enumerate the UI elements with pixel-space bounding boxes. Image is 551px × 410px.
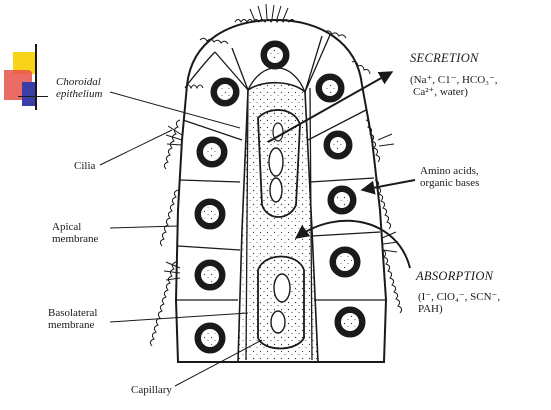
label-secretion-ions-line2: Ca²⁺, water) [413, 86, 468, 98]
nucleus-8 [194, 259, 226, 291]
nucleus-1 [260, 40, 290, 70]
capillary-cell-2 [269, 177, 283, 203]
amino-acids-arrow [360, 179, 416, 195]
leader-choroidal [109, 91, 241, 129]
label-absorption-ions-line1: (I⁻, ClO₄⁻, SCN⁻, [418, 291, 501, 303]
slide-accent-blue [22, 82, 36, 106]
label-amino-acids: Amino acids, organic bases [420, 165, 479, 189]
cilia-tuft-left [163, 125, 183, 281]
label-absorption-ions-line2: PAH) [418, 303, 443, 315]
nucleus-7 [327, 185, 357, 215]
nucleus-4 [196, 136, 228, 168]
label-amino-line2: organic bases [420, 177, 480, 189]
nucleus-9 [329, 246, 361, 278]
nucleus-10 [194, 322, 226, 354]
leader-basolateral [109, 312, 249, 323]
label-basolateral-membrane: Basolateral membrane [48, 307, 97, 331]
slide-accent-bar [35, 44, 37, 110]
label-cilia: Cilia [74, 160, 96, 172]
capillary-cell-1 [268, 147, 284, 177]
leader-apical [109, 225, 179, 229]
label-capillary: Capillary [131, 384, 172, 396]
slide-accent-yellow [13, 52, 35, 74]
cell-borders-right [304, 34, 385, 363]
label-choroidal-line1: Choroidal [56, 76, 101, 88]
label-secretion: SECRETION [410, 51, 479, 65]
label-apical-line2: membrane [52, 233, 99, 245]
nuclei [194, 40, 366, 354]
leader-capillary [174, 339, 263, 387]
label-amino-line1: Amino acids, [420, 165, 479, 177]
villus-outline [174, 18, 388, 363]
cilia-tuft-top [249, 3, 289, 22]
capillary-cell-3 [272, 122, 284, 142]
label-basolateral-line1: Basolateral [48, 307, 98, 319]
label-choroidal-epithelium: Choroidal epithelium [56, 76, 102, 100]
nucleus-5 [323, 130, 353, 160]
label-secretion-ions-line1: (Na⁺, C1⁻, HCO₃⁻, [410, 74, 498, 86]
absorption-arrow [294, 219, 411, 269]
leader-cilia [99, 129, 173, 166]
capillary-cell-5 [270, 310, 286, 334]
capillary-cell-4 [273, 273, 291, 303]
label-apical-membrane: Apical membrane [52, 221, 98, 245]
cell-borders-left [177, 51, 249, 363]
nucleus-6 [194, 198, 226, 230]
label-absorption: ABSORPTION [416, 269, 494, 283]
nucleus-3 [315, 73, 345, 103]
label-secretion-ions: (Na⁺, C1⁻, HCO₃⁻, Ca²⁺, water) [410, 74, 498, 98]
nucleus-2 [210, 77, 240, 107]
label-choroidal-line2: epithelium [56, 88, 103, 100]
slide-accent-line [18, 96, 48, 97]
label-apical-line1: Apical [52, 221, 82, 233]
nucleus-11 [334, 306, 366, 338]
label-absorption-ions: (I⁻, ClO₄⁻, SCN⁻, PAH) [418, 291, 500, 315]
secretion-arrow [267, 71, 394, 143]
label-basolateral-line2: membrane [48, 319, 95, 331]
